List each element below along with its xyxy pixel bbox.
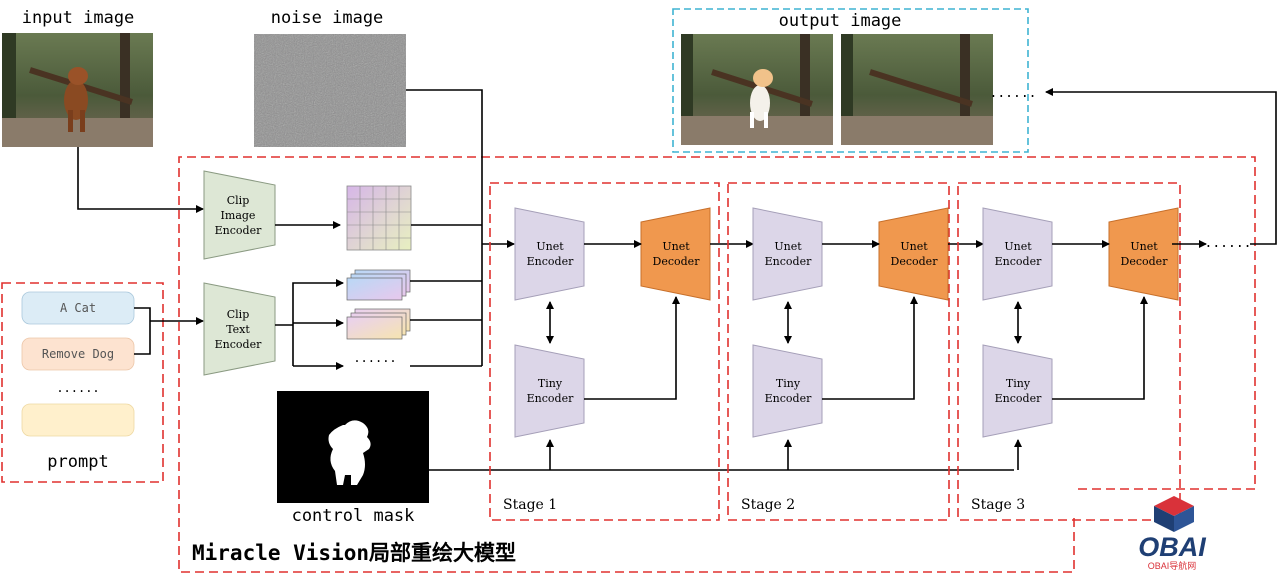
output-image-cat: [681, 34, 833, 145]
control-mask-label: control mask: [292, 506, 415, 526]
text-feature-ellipsis: ......: [353, 351, 396, 365]
svg-text:Encoder: Encoder: [215, 224, 262, 237]
svg-text:Unet: Unet: [1130, 240, 1158, 253]
control-mask-image: [277, 391, 429, 503]
output-image-box: [672, 8, 1029, 153]
svg-text:OBAI: OBAI: [1138, 532, 1206, 562]
arrow-tiny-to-decoder: [584, 296, 680, 400]
model-boundary: [178, 156, 1256, 573]
prompt-item-2: Remove Dog: [21, 337, 135, 371]
arrow-tiny-to-decoder: [1052, 296, 1148, 400]
svg-text:Unet: Unet: [1004, 240, 1032, 253]
svg-text:Remove Dog: Remove Dog: [42, 347, 114, 361]
svg-text:Clip: Clip: [227, 308, 250, 321]
stage-label: Stage 1: [503, 497, 557, 513]
obai-logo: OBAI OBAI导航网: [1138, 496, 1206, 571]
arrow-input-to-clip-image: [77, 147, 204, 213]
svg-text:Decoder: Decoder: [891, 255, 939, 268]
svg-text:Tiny: Tiny: [1006, 377, 1031, 390]
svg-text:Tiny: Tiny: [538, 377, 563, 390]
svg-text:OBAI导航网: OBAI导航网: [1148, 560, 1197, 571]
clip-image-encoder: Clip Image Encoder: [203, 170, 276, 260]
output-image-empty: [841, 34, 993, 145]
prompt-label: prompt: [47, 452, 108, 472]
model-title: Miracle Vision局部重绘大模型: [192, 541, 516, 565]
noise-to-bus: [406, 89, 483, 366]
noise-image: [254, 34, 406, 147]
prompt-box: [1, 282, 164, 483]
arrow-tiny-to-decoder: [822, 296, 918, 400]
prompt-ellipsis: ......: [56, 381, 99, 395]
svg-text:Encoder: Encoder: [765, 392, 812, 405]
arrow-to-output: [1045, 88, 1277, 245]
svg-text:Encoder: Encoder: [995, 255, 1042, 268]
image-feature-grid: [346, 185, 412, 251]
svg-text:Unet: Unet: [662, 240, 690, 253]
svg-text:Encoder: Encoder: [995, 392, 1042, 405]
stage-box: [489, 182, 720, 521]
after-stage-ellipsis: ......: [1205, 236, 1252, 251]
svg-text:Text: Text: [226, 323, 250, 336]
svg-text:Decoder: Decoder: [653, 255, 701, 268]
svg-text:Clip: Clip: [227, 194, 250, 207]
input-image-label: input image: [22, 8, 135, 28]
clip-text-encoder: Clip Text Encoder: [203, 282, 276, 376]
svg-text:Unet: Unet: [536, 240, 564, 253]
output-ellipsis: ......: [990, 86, 1037, 101]
prompt-item-1: A Cat: [21, 291, 135, 325]
input-image: [2, 33, 153, 147]
svg-text:A Cat: A Cat: [60, 301, 96, 315]
stage-label: Stage 2: [741, 497, 795, 513]
svg-text:Unet: Unet: [774, 240, 802, 253]
svg-text:Unet: Unet: [900, 240, 928, 253]
noise-image-label: noise image: [271, 8, 384, 28]
svg-text:Decoder: Decoder: [1121, 255, 1169, 268]
prompt-item-empty: [21, 403, 135, 437]
text-feature-stack-2: [346, 308, 411, 340]
stage-label: Stage 3: [971, 497, 1025, 513]
svg-text:Tiny: Tiny: [776, 377, 801, 390]
arrow-text-feature-1: [292, 279, 344, 366]
output-image-label: output image: [779, 11, 902, 31]
svg-text:Image: Image: [221, 209, 256, 222]
svg-text:Encoder: Encoder: [215, 338, 262, 351]
text-feature-stack-1: [346, 269, 411, 301]
svg-text:Encoder: Encoder: [527, 392, 574, 405]
prompt-bracket: [134, 307, 151, 355]
svg-text:Encoder: Encoder: [527, 255, 574, 268]
stages: Stage 1UnetEncoderUnetDecoderTinyEncoder…: [489, 182, 1181, 521]
svg-text:Encoder: Encoder: [765, 255, 812, 268]
